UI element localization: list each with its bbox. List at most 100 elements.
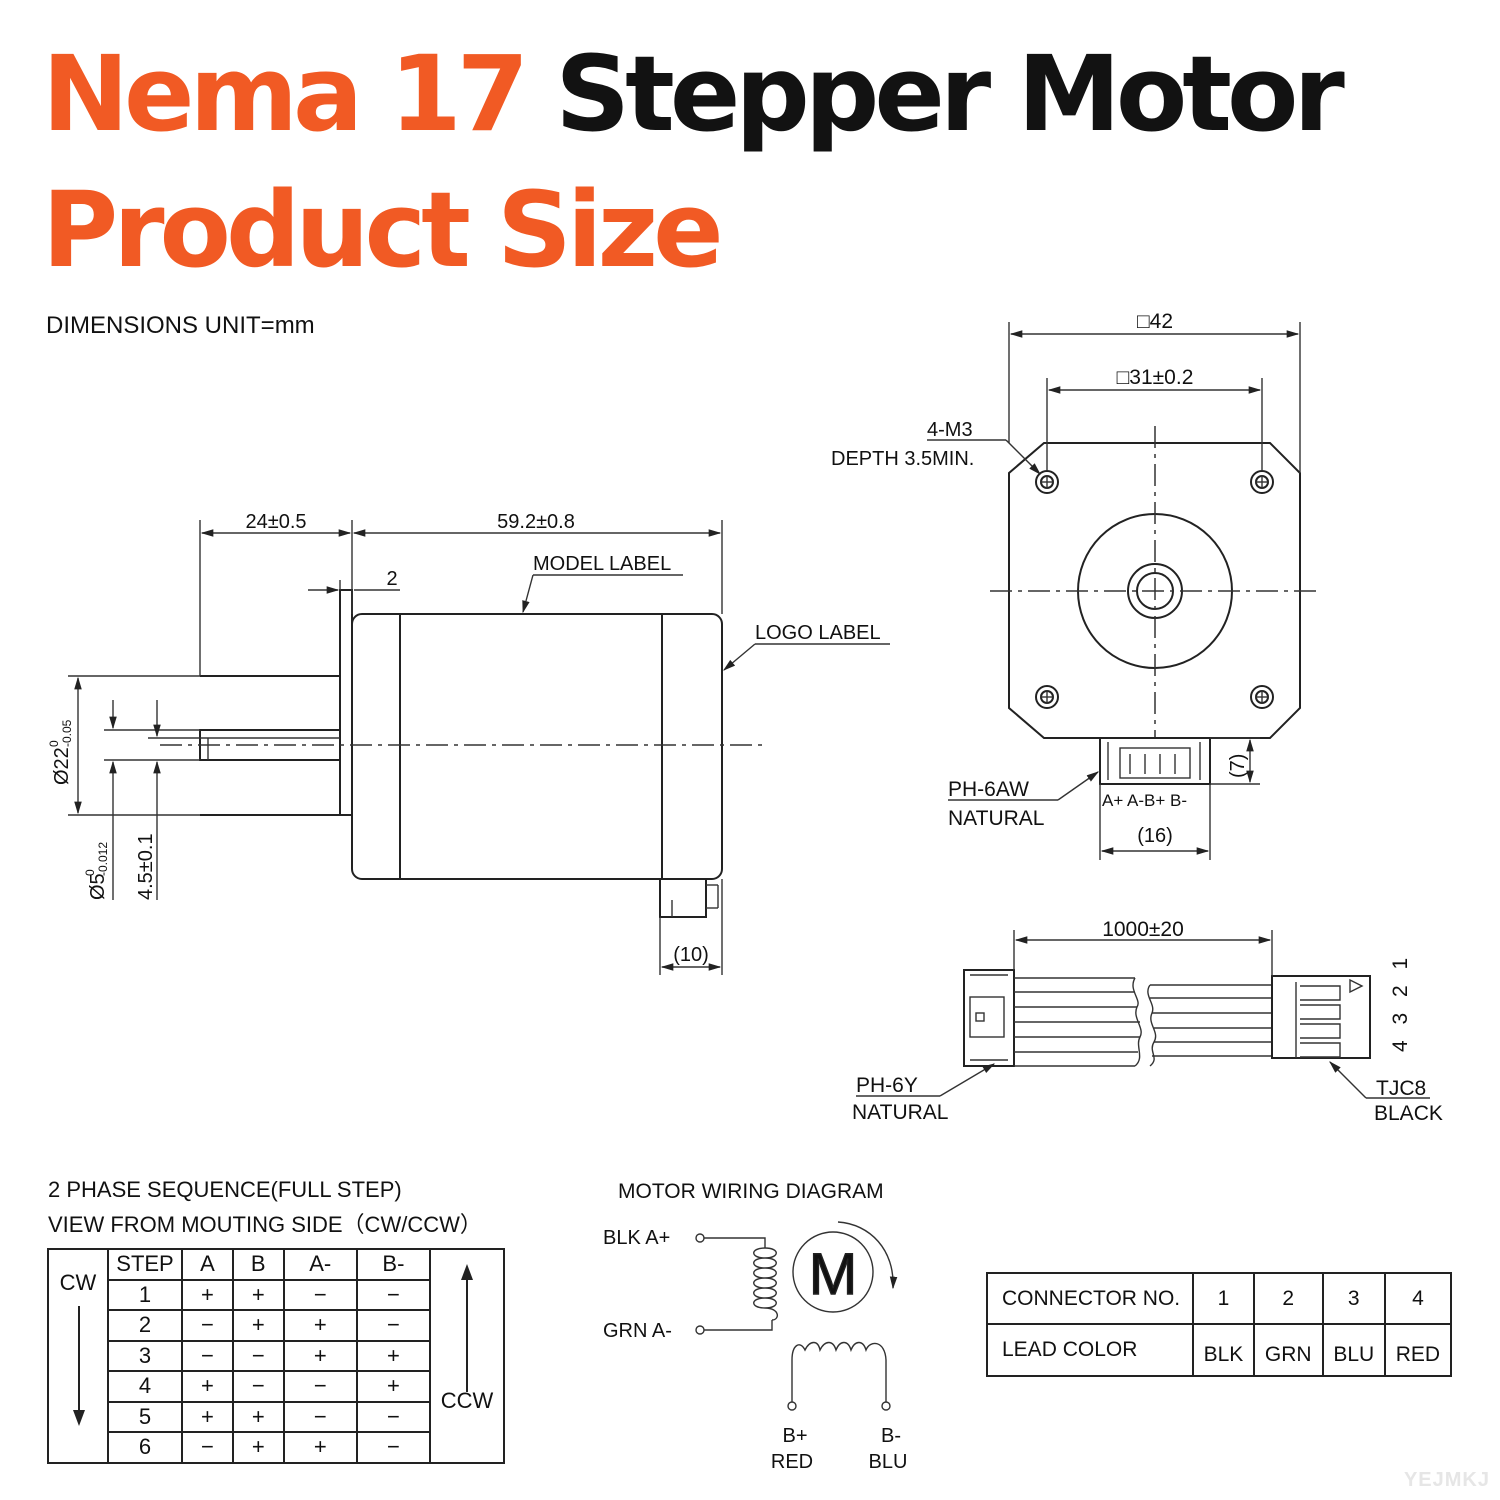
holes-label-2: DEPTH 3.5MIN. [831,448,974,470]
coil-b [791,1341,887,1402]
ph6y-connector [963,969,1015,1067]
phase-cell: − [181,1309,234,1342]
connector-table: CONNECTOR NO. 1 2 3 4 LEAD COLOR BLK GRN… [986,1272,1453,1377]
phase-cell: + [181,1400,234,1433]
watermark: YEJMKJ [1403,1469,1490,1491]
phase-cell: + [282,1309,358,1342]
wire-bminus-color: BLU [869,1451,908,1473]
seq-header-b: B [231,1248,285,1281]
table-row: 1 + + − − [48,1278,504,1311]
phase-cell: + [231,1431,285,1464]
motor-symbol [792,1231,874,1313]
seq-header-b-minus: B- [355,1248,432,1281]
connector-no-label: CONNECTOR NO. [986,1272,1194,1325]
dim-boss-diameter: Ø22 [51,747,73,785]
boss-tol-upper: 0 [47,740,61,747]
cable-right-label-2: BLACK [1374,1102,1443,1125]
connector-no-cell: 2 [1252,1272,1324,1325]
table-row: 6 − + + − [48,1431,504,1464]
coil-a [753,1247,778,1321]
step-cell: 4 [107,1370,183,1403]
cw-arrow-icon [73,1306,85,1426]
cable-left-label-1: PH-6Y [856,1074,918,1097]
wire-bplus-color: RED [771,1451,813,1473]
connector-label-1: PH-6AW [948,778,1029,801]
wire-grn-label: GRN A- [603,1320,672,1342]
phase-cell: − [355,1309,432,1342]
phase-cell: + [282,1431,358,1464]
cw-label: CW [59,1270,97,1295]
phase-cell: + [282,1339,358,1372]
cw-column: CW [47,1248,109,1464]
sequence-title: 2 PHASE SEQUENCE(FULL STEP) [48,1177,402,1202]
ccw-column: CCW [429,1248,505,1464]
tjc8-connector [1271,975,1371,1059]
phase-cell: + [231,1400,285,1433]
shaft-tol-lower: -0.012 [96,842,110,876]
phase-cell: − [282,1278,358,1311]
pin-labels: A+ A-B+ B- [1102,791,1187,810]
cable-right-label-1: TJC8 [1376,1077,1426,1100]
front-view: □42 □31±0.2 4-M3 DEPTH 3.5MIN. (7) A+ A-… [831,310,1320,860]
dim-shaft-length: 24±0.5 [245,511,306,533]
connector-no-cell: 4 [1383,1272,1453,1325]
pin-numbers: 4 3 2 1 [1389,953,1412,1052]
dim-cable-length: 1000±20 [1102,918,1184,941]
phase-cell: − [355,1431,432,1464]
phase-cell: − [181,1431,234,1464]
wire-bplus-label: B+ [782,1425,807,1447]
dim-shaft-diameter: Ø5 [87,873,109,900]
rotation-arrow [837,1221,898,1290]
phase-cell: − [355,1400,432,1433]
phase-cell: + [355,1370,432,1403]
phase-cell: + [181,1370,234,1403]
seq-header-step: STEP [107,1248,183,1281]
phase-cell: − [282,1370,358,1403]
phase-cell: + [231,1278,285,1311]
phase-cell: − [231,1370,285,1403]
page-title: Nema 17 Stepper Motor [42,42,1345,146]
motor-letter: M [809,1242,857,1307]
dim-body-length: 59.2±0.8 [497,511,575,533]
wire-blk-label: BLK A+ [603,1227,670,1249]
sequence-subtitle: VIEW FROM MOUTING SIDE（CW/CCW） [48,1212,482,1237]
connector-no-cell: 3 [1321,1272,1386,1325]
phase-cell: + [181,1278,234,1311]
model-label: MODEL LABEL [533,553,671,575]
dim-hole-spacing: □31±0.2 [1117,366,1194,389]
cable-left-label-2: NATURAL [852,1101,948,1124]
lead-color-cell: GRN [1252,1323,1324,1377]
phase-cell: − [282,1400,358,1433]
cable-drawing: 4 3 2 1 1000±20 PH-6Y NATURAL TJC8 BLACK [852,918,1443,1125]
dim-connector: (10) [673,944,709,966]
step-cell: 5 [107,1400,183,1433]
table-row: 5 + + − − [48,1400,504,1433]
ph6aw-connector [1099,737,1211,785]
lead-color-cell: BLU [1321,1323,1386,1377]
ccw-arrow-icon [461,1264,473,1392]
phase-cell: − [181,1339,234,1372]
shaft-tol-upper: 0 [83,869,97,876]
title-part-stepper: Stepper Motor [555,33,1344,155]
dim-square: □42 [1137,310,1173,333]
step-cell: 3 [107,1339,183,1372]
lead-color-cell: BLK [1192,1323,1255,1377]
lead-color-label: LEAD COLOR [986,1323,1194,1377]
motor-body [351,613,723,880]
wires [1014,977,1272,1067]
title-part-nema: Nema 17 [42,33,529,155]
phase-sequence-table: CW STEP A B A- B- CCW 1 + + − − 2 − + + … [47,1248,505,1464]
holes-label-1: 4-M3 [927,419,973,441]
lead-color-cell: RED [1383,1323,1453,1377]
motor-face [1008,442,1301,739]
step-cell: 6 [107,1431,183,1464]
wire-bminus-label: B- [881,1425,901,1447]
phase-cell: − [355,1278,432,1311]
phase-cell: − [231,1339,285,1372]
side-view: 24±0.5 59.2±0.8 2 MODEL LABEL LOGO LABEL… [47,511,890,975]
unit-note: DIMENSIONS UNIT=mm [46,312,315,339]
seq-header-a: A [181,1248,234,1281]
connector-label-2: NATURAL [948,807,1044,830]
dim-connector-height: (7) [1227,754,1249,778]
